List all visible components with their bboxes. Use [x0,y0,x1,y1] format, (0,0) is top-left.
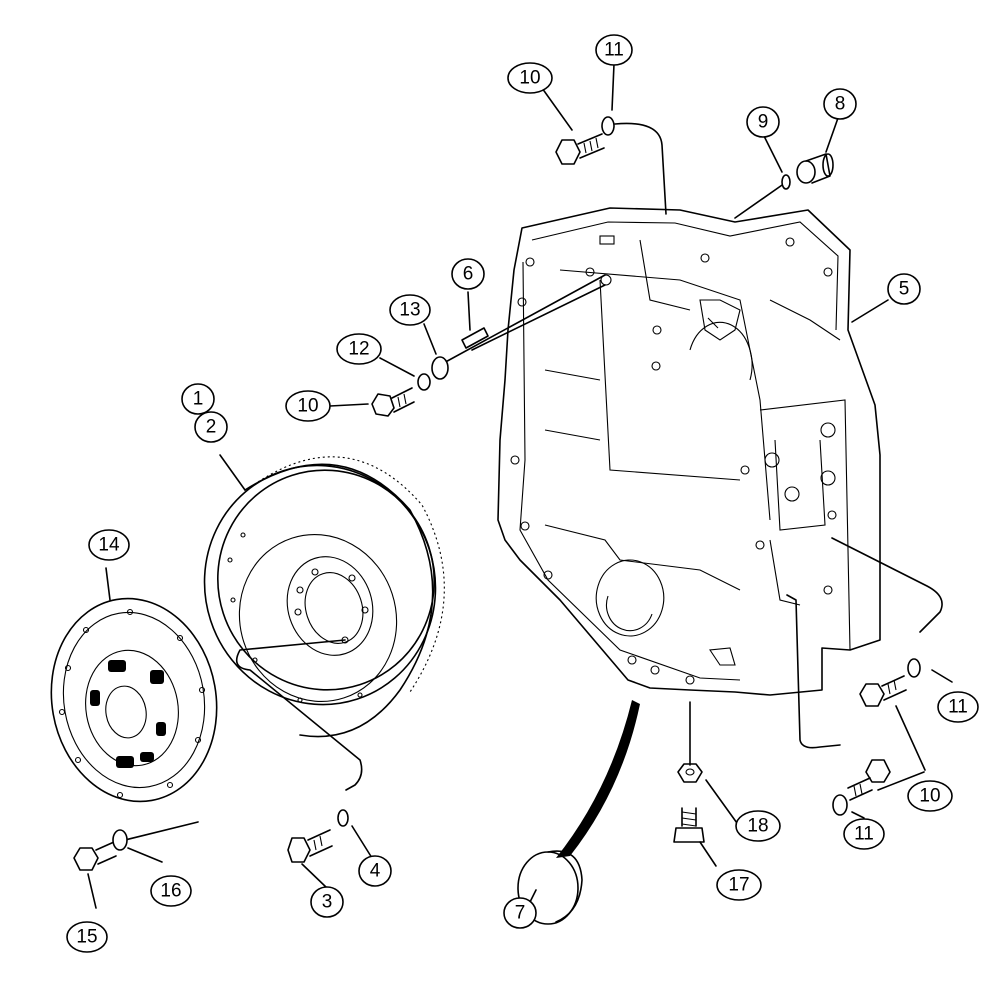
callout-11-top: 11 [595,34,633,66]
washer-icon-11-top [601,116,615,136]
leader-2 [219,454,246,491]
svg-text:8: 8 [835,94,846,115]
svg-text:4: 4 [370,861,381,882]
svg-text:12: 12 [348,339,369,360]
washer-icon-11-right [907,658,921,678]
washer-icon-12 [417,373,431,391]
bolt-icon-10-left [371,387,415,417]
svg-text:18: 18 [747,816,768,837]
plug-icon-8 [796,153,834,184]
svg-text:16: 16 [160,881,181,902]
callout-11-right: 11 [937,691,979,723]
callout-10-right: 10 [907,780,953,812]
washer-icon-13 [431,356,449,380]
leader-9 [734,182,786,219]
leader-11-bottom [786,594,841,749]
callout-16: 16 [150,875,192,907]
callout-11-bottom: 11 [843,818,885,850]
dowel-pin-icon-6 [461,327,489,349]
bolt-icon-10-right [859,675,907,707]
callout-4: 4 [358,855,392,887]
callout-3: 3 [310,886,344,918]
callout-17: 17 [716,869,762,901]
svg-text:10: 10 [519,68,540,89]
bolt-icon-15 [73,841,117,871]
callout-10-left: 10 [285,390,331,422]
callout-15: 15 [66,921,108,953]
callout-7: 7 [503,897,537,929]
svg-text:10: 10 [297,396,318,417]
leader-11-top [614,122,667,215]
callout-18: 18 [735,810,781,842]
clutch-disc [50,597,218,803]
leader-6-pin [471,284,606,351]
bolt-icon-10-top [555,133,605,165]
svg-text:2: 2 [206,417,217,438]
svg-text:3: 3 [322,892,333,913]
svg-text:1: 1 [193,389,204,410]
svg-text:5: 5 [899,279,910,300]
callout-13: 13 [389,294,431,326]
svg-text:10: 10 [919,786,940,807]
svg-text:15: 15 [76,927,97,948]
washer-icon-11-bottom [832,794,848,816]
flywheel-housing [497,207,881,696]
callout-leaders [87,63,953,909]
svg-text:11: 11 [948,697,968,718]
svg-text:17: 17 [728,875,749,896]
leader-6-13 [439,274,606,366]
callout-6: 6 [451,258,485,290]
svg-text:9: 9 [758,112,769,133]
svg-text:11: 11 [854,824,874,845]
washer-icon-16 [112,829,128,851]
leader-14 [105,567,111,601]
flywheel [203,456,445,738]
callout-14: 14 [88,529,130,561]
svg-text:13: 13 [399,300,420,321]
svg-text:11: 11 [604,40,624,61]
washer-icon-4 [337,809,349,827]
callout-1: 1 [181,383,215,415]
leader-4 [235,639,363,791]
callout-5: 5 [887,273,921,305]
svg-text:6: 6 [463,264,474,285]
washer-icon-9 [781,174,791,190]
leader-11-right [831,537,943,633]
svg-text:14: 14 [98,535,120,556]
callout-9: 9 [746,106,780,138]
install-arrow-icon [556,700,640,858]
bolt-icon-17 [673,807,705,843]
callout-12: 12 [336,333,382,365]
callout-2: 2 [194,411,228,443]
svg-text:7: 7 [515,903,526,924]
bolt-icon-3 [287,829,333,863]
callout-10-top: 10 [507,62,553,94]
leader-16 [124,821,199,841]
bolt-icon-10-bottom [847,759,891,801]
callout-8: 8 [823,88,857,120]
nut-icon-18 [677,763,703,783]
